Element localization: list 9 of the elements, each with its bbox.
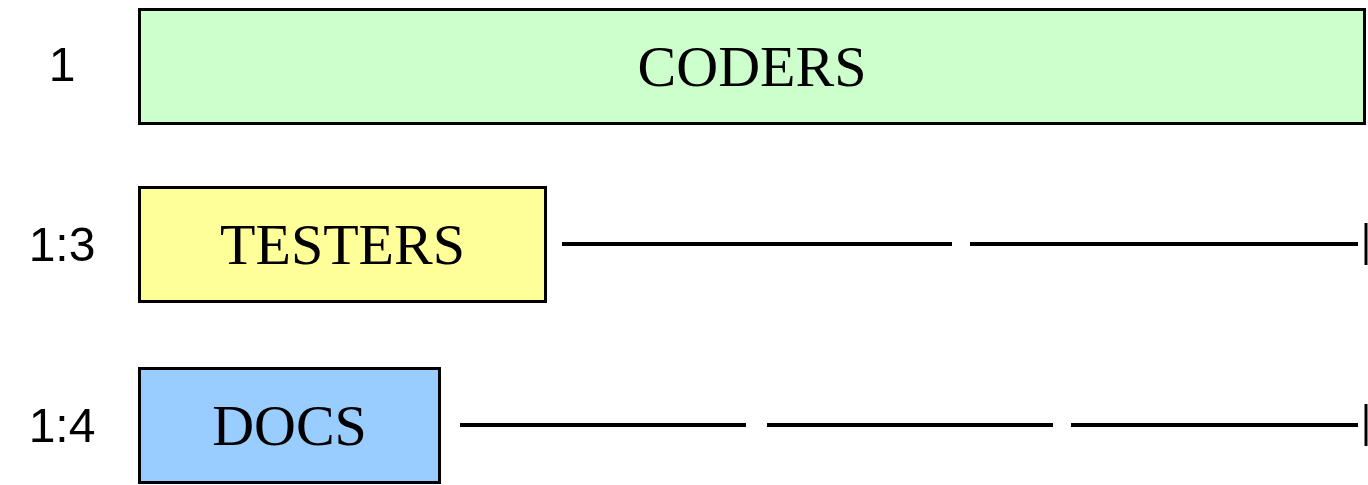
box-label: CODERS: [637, 33, 867, 100]
box-label: TESTERS: [220, 211, 465, 278]
ratio-label: 1:4: [28, 397, 96, 453]
box-label: DOCS: [212, 392, 367, 459]
process-box: [138, 367, 441, 484]
ratio-label: 1:3: [28, 216, 96, 272]
process-box: [138, 8, 1366, 125]
process-box: [138, 186, 547, 303]
ratio-label: 1: [48, 36, 76, 92]
